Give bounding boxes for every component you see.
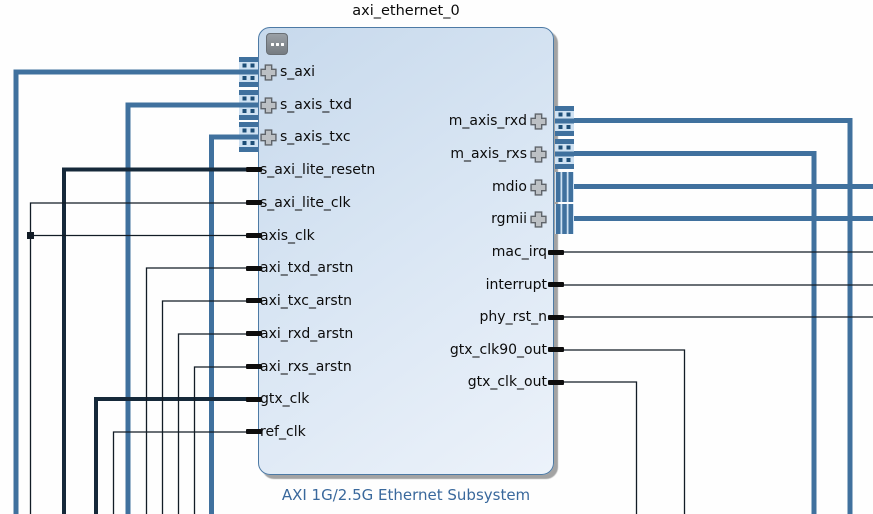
interface-pin-icon — [260, 63, 277, 81]
net-gtx_clk90_out[interactable] — [556, 349, 686, 514]
port-label: gtx_clk — [260, 391, 310, 407]
port-label: mac_irq — [491, 244, 547, 260]
port-label: gtx_clk90_out — [449, 342, 547, 358]
pin-tick-axis_clk[interactable] — [246, 233, 262, 238]
port-axi_txd_arstn[interactable]: axi_txd_arstn — [260, 258, 353, 278]
block-instance-name: axi_ethernet_0 — [352, 3, 460, 19]
pin-tick-axi_txc_arstn[interactable] — [246, 298, 262, 303]
pin-tick-s_axi_lite_clk[interactable] — [246, 200, 262, 205]
interface-pin-icon — [530, 145, 547, 163]
net-axi_txc_arstn[interactable] — [161, 300, 255, 514]
net-s_axis_txc[interactable] — [209, 134, 240, 514]
port-label: axi_txc_arstn — [260, 293, 352, 309]
port-label: s_axi — [280, 64, 316, 80]
interface-pin-icon — [530, 178, 547, 196]
port-ref_clk[interactable]: ref_clk — [260, 422, 306, 442]
interface-stub-rgmii[interactable] — [555, 204, 574, 234]
port-s_axi_lite_resetn[interactable]: s_axi_lite_resetn — [260, 160, 375, 180]
pin-tick-ref_clk[interactable] — [246, 429, 262, 434]
net-s_axis_txd[interactable] — [125, 102, 239, 514]
pin-tick-phy_rst_n[interactable] — [548, 315, 564, 320]
port-m_axis_rxs[interactable]: m_axis_rxs — [450, 144, 547, 164]
interface-stub-m_axis_rxs[interactable] — [555, 139, 574, 169]
port-axi_txc_arstn[interactable]: axi_txc_arstn — [260, 291, 352, 311]
pin-tick-axi_txd_arstn[interactable] — [246, 266, 262, 271]
pin-tick-gtx_clk90_out[interactable] — [548, 347, 564, 352]
interface-pin-icon — [530, 112, 547, 130]
port-label: s_axi_lite_clk — [260, 195, 351, 211]
port-label: s_axi_lite_resetn — [260, 162, 376, 178]
net-s_axi[interactable] — [13, 69, 239, 514]
pin-tick-s_axi_lite_resetn[interactable] — [246, 167, 262, 172]
net-axi_rxs_arstn[interactable] — [193, 366, 255, 514]
net-axi_rxd_arstn[interactable] — [177, 333, 255, 514]
pin-tick-interrupt[interactable] — [548, 282, 564, 287]
port-label: axi_txd_arstn — [260, 260, 354, 276]
ellipsis-icon[interactable] — [266, 33, 288, 55]
interface-stub-mdio[interactable] — [555, 172, 574, 202]
port-label: axi_rxs_arstn — [260, 359, 352, 375]
port-s_axis_txd[interactable]: s_axis_txd — [260, 95, 352, 115]
port-gtx_clk[interactable]: gtx_clk — [260, 389, 309, 409]
net-m_axis_rxs[interactable] — [574, 151, 817, 514]
net-junction-dot — [27, 232, 34, 239]
net-s_axi_lite_resetn[interactable] — [62, 167, 254, 514]
pin-tick-gtx_clk[interactable] — [246, 397, 262, 402]
port-axi_rxd_arstn[interactable]: axi_rxd_arstn — [260, 324, 353, 344]
port-s_axi[interactable]: s_axi — [260, 62, 315, 82]
interface-pin-icon — [260, 96, 277, 114]
ip-block-axi-ethernet[interactable] — [258, 27, 554, 475]
pin-tick-axi_rxd_arstn[interactable] — [246, 331, 262, 336]
net-m_axis_rxd[interactable] — [574, 118, 853, 514]
block-type-label: AXI 1G/2.5G Ethernet Subsystem — [281, 486, 531, 504]
port-s_axis_txc[interactable]: s_axis_txc — [260, 127, 351, 147]
interface-pin-icon — [530, 210, 547, 228]
port-interrupt[interactable]: interrupt — [486, 275, 547, 295]
port-gtx_clk_out[interactable]: gtx_clk_out — [468, 372, 547, 392]
port-mdio[interactable]: mdio — [492, 177, 547, 197]
port-axis_clk[interactable]: axis_clk — [260, 226, 315, 246]
net-s_axi_lite_clk[interactable] — [29, 202, 255, 514]
port-rgmii[interactable]: rgmii — [491, 209, 547, 229]
pin-tick-axi_rxs_arstn[interactable] — [246, 364, 262, 369]
interface-stub-s_axis_txd[interactable] — [239, 90, 258, 120]
interface-pin-icon — [260, 128, 277, 146]
pin-tick-gtx_clk_out[interactable] — [548, 380, 564, 385]
port-axi_rxs_arstn[interactable]: axi_rxs_arstn — [260, 357, 352, 377]
port-label: rgmii — [491, 211, 527, 227]
pin-tick-mac_irq[interactable] — [548, 250, 564, 255]
interface-stub-s_axi[interactable] — [239, 57, 258, 87]
net-gtx_clk_out[interactable] — [556, 381, 638, 514]
port-gtx_clk90_out[interactable]: gtx_clk90_out — [450, 340, 547, 360]
port-label: interrupt — [485, 277, 547, 293]
port-label: m_axis_rxd — [448, 113, 527, 129]
port-label: m_axis_rxs — [450, 146, 527, 162]
port-s_axi_lite_clk[interactable]: s_axi_lite_clk — [260, 193, 351, 213]
port-phy_rst_n[interactable]: phy_rst_n — [480, 307, 547, 327]
port-label: gtx_clk_out — [467, 374, 547, 390]
port-label: axi_rxd_arstn — [260, 326, 354, 342]
interface-stub-m_axis_rxd[interactable] — [555, 106, 574, 136]
port-label: s_axis_txc — [280, 129, 351, 145]
port-label: s_axis_txd — [280, 97, 353, 113]
port-label: mdio — [492, 179, 527, 195]
port-m_axis_rxd[interactable]: m_axis_rxd — [449, 111, 547, 131]
interface-stub-s_axis_txc[interactable] — [239, 122, 258, 152]
port-mac_irq[interactable]: mac_irq — [492, 242, 547, 262]
port-label: axis_clk — [260, 228, 315, 244]
net-gtx_clk[interactable] — [94, 397, 254, 514]
port-label: ref_clk — [260, 424, 306, 440]
net-ref_clk[interactable] — [112, 431, 255, 514]
port-label: phy_rst_n — [479, 309, 547, 325]
